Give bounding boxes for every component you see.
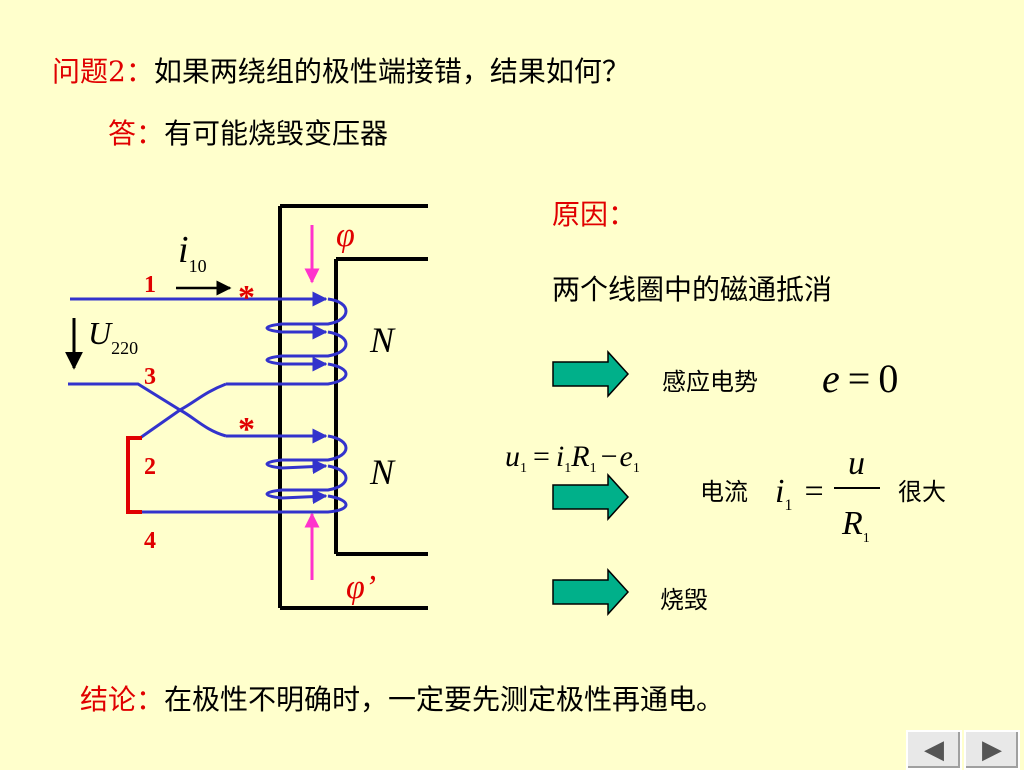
terminal-3: 3 (144, 364, 156, 390)
upper-coil (68, 291, 348, 438)
current-suffix: 很大 (898, 478, 946, 506)
polarity-star-top: * (238, 279, 255, 316)
next-slide-button[interactable]: ▶ (964, 730, 1020, 770)
prev-arrow-icon: ◀ (924, 735, 944, 765)
lower-coil (128, 408, 348, 514)
question-text: 如果两绕组的极性端接错，结果如何？ (153, 55, 630, 88)
voltage-equation: u1=i1R1−e1 (505, 440, 640, 476)
conclusion-label: 结论： (80, 683, 165, 716)
result-arrow-1 (552, 350, 630, 398)
burn-label: 烧毁 (660, 586, 708, 614)
fraction-numerator: u (848, 445, 865, 482)
prev-slide-button[interactable]: ◀ (906, 730, 962, 770)
short-bracket (126, 436, 142, 514)
question-line: 问题2：如果两绕组的极性端接错，结果如何？ (52, 50, 630, 90)
terminal-2: 2 (144, 454, 156, 480)
answer-label: 答： (108, 117, 165, 150)
emf-label: 感应电势 (662, 368, 758, 396)
current-symbol: i10 (178, 229, 207, 276)
polarity-star-bottom: * (238, 411, 255, 448)
coil-n-bottom: N (369, 452, 396, 492)
current-equation-lhs: i1= (775, 473, 824, 514)
next-arrow-icon: ▶ (982, 735, 1002, 765)
answer-text: 有可能烧毁变压器 (164, 117, 389, 150)
flux-top-label: φ (336, 217, 355, 254)
question-label: 问题2： (52, 55, 154, 88)
result-arrow-3 (552, 568, 630, 616)
coil-n-top: N (369, 320, 396, 360)
current-label: 电流 (700, 478, 748, 506)
emf-equation: e=0 (822, 356, 898, 401)
iron-core (278, 204, 428, 610)
conclusion-line: 结论：在极性不明确时，一定要先测定极性再通电。 (80, 678, 724, 718)
answer-line: 答：有可能烧毁变压器 (108, 112, 388, 152)
reason-label: 原因： (552, 198, 637, 231)
fraction-denominator: R1 (841, 505, 870, 546)
voltage-symbol: U220 (88, 315, 138, 358)
flux-bottom-label: φ’ (346, 569, 376, 606)
result-arrow-2 (552, 473, 630, 521)
terminal-1: 1 (144, 272, 156, 298)
conclusion-text: 在极性不明确时，一定要先测定极性再通电。 (164, 683, 725, 716)
reason-text: 两个线圈中的磁通抵消 (552, 273, 833, 306)
terminal-4: 4 (144, 528, 156, 554)
